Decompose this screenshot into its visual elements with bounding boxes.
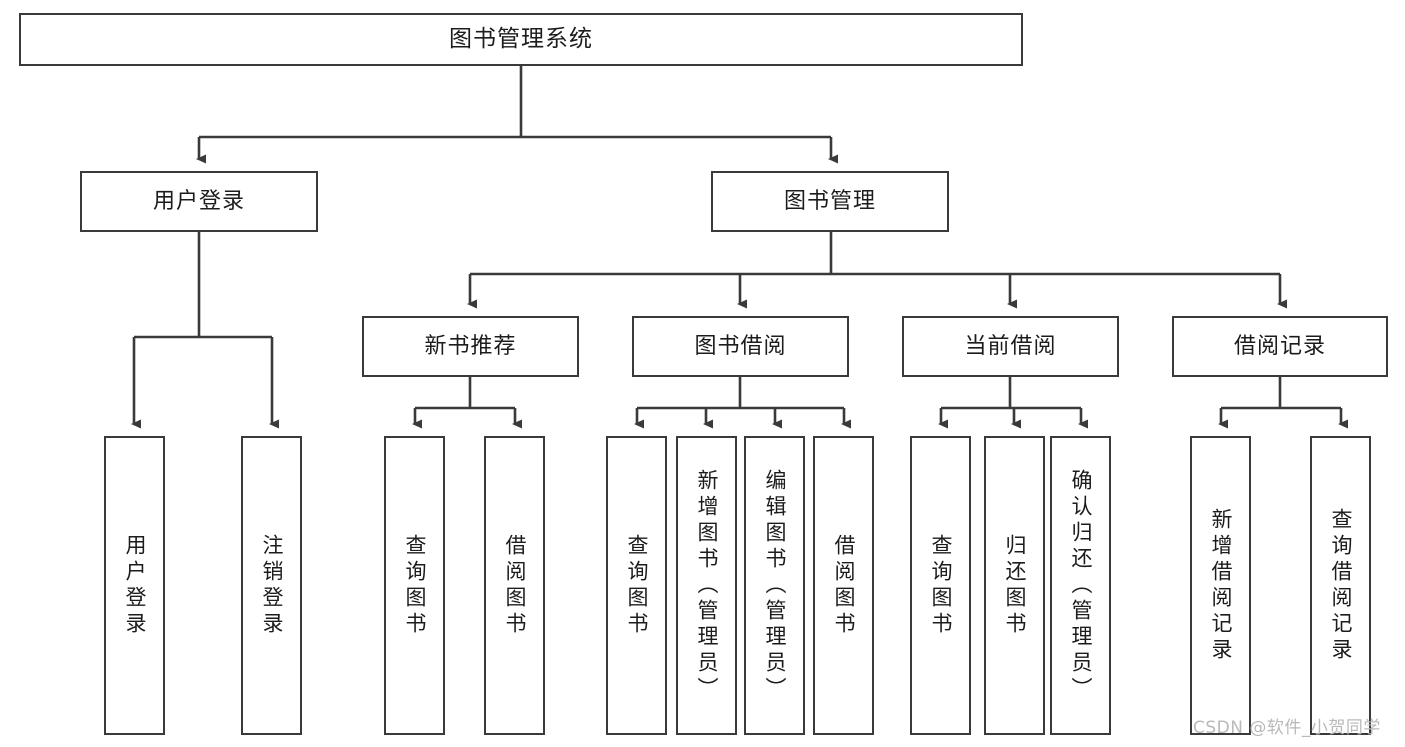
node-user-login[interactable]: 用户登录 <box>80 171 318 232</box>
leaf-label: 借阅图书 <box>832 533 856 638</box>
watermark: CSDN @软件_小贺同学 <box>1193 718 1381 738</box>
leaf-logout[interactable]: 注销登录 <box>241 436 302 735</box>
leaf-label: 确认归还（管理员） <box>1069 468 1093 703</box>
leaf-user-login[interactable]: 用户登录 <box>104 436 165 735</box>
leaf-confirm-return-admin[interactable]: 确认归还（管理员） <box>1050 436 1111 735</box>
node-borrow-record[interactable]: 借阅记录 <box>1172 316 1388 377</box>
leaf-label: 新增图书（管理员） <box>695 468 719 703</box>
leaf-query-book-recommend[interactable]: 查询图书 <box>384 436 445 735</box>
node-current-borrow[interactable]: 当前借阅 <box>902 316 1119 377</box>
leaf-return-book[interactable]: 归还图书 <box>984 436 1045 735</box>
node-book-management[interactable]: 图书管理 <box>711 171 949 232</box>
leaf-label: 编辑图书（管理员） <box>763 468 787 703</box>
node-root[interactable]: 图书管理系统 <box>19 13 1023 66</box>
leaf-label: 用户登录 <box>123 533 147 638</box>
leaf-query-book-borrow[interactable]: 查询图书 <box>606 436 667 735</box>
leaf-label: 查询图书 <box>625 533 649 638</box>
leaf-add-borrow-record[interactable]: 新增借阅记录 <box>1190 436 1251 735</box>
leaf-edit-book-admin[interactable]: 编辑图书（管理员） <box>744 436 805 735</box>
leaf-label: 归还图书 <box>1003 533 1027 638</box>
leaf-label: 查询借阅记录 <box>1329 507 1353 664</box>
leaf-label: 注销登录 <box>260 533 284 638</box>
node-book-borrow[interactable]: 图书借阅 <box>632 316 849 377</box>
leaf-label: 查询图书 <box>403 533 427 638</box>
leaf-borrow-book[interactable]: 借阅图书 <box>813 436 874 735</box>
leaf-query-book-current[interactable]: 查询图书 <box>910 436 971 735</box>
leaf-borrow-book-recommend[interactable]: 借阅图书 <box>484 436 545 735</box>
leaf-label: 查询图书 <box>929 533 953 638</box>
leaf-query-borrow-record[interactable]: 查询借阅记录 <box>1310 436 1371 735</box>
leaf-label: 新增借阅记录 <box>1209 507 1233 664</box>
node-new-book-recommend[interactable]: 新书推荐 <box>362 316 579 377</box>
leaf-add-book-admin[interactable]: 新增图书（管理员） <box>676 436 737 735</box>
leaf-label: 借阅图书 <box>503 533 527 638</box>
